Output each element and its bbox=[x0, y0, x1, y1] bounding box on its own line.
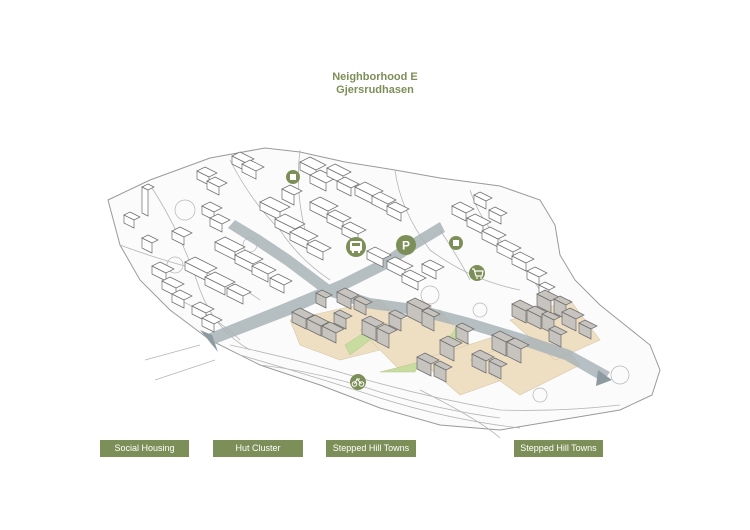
building-block bbox=[326, 209, 352, 223]
building-block bbox=[141, 183, 155, 191]
building-block bbox=[281, 184, 303, 196]
building-block bbox=[251, 261, 277, 275]
street-arrow-right bbox=[596, 370, 612, 386]
building-block bbox=[184, 256, 218, 274]
building-block bbox=[416, 352, 440, 365]
building-block bbox=[376, 323, 398, 335]
building-block bbox=[214, 236, 246, 253]
building-block bbox=[353, 295, 373, 306]
building-block bbox=[511, 251, 535, 264]
svg-text:P: P bbox=[402, 239, 410, 253]
building-block bbox=[306, 239, 332, 253]
label-stepped-hill-towns: Stepped Hill Towns bbox=[514, 440, 603, 457]
label-stepped-hill-towns: Stepped Hill Towns bbox=[326, 440, 416, 457]
building-block bbox=[481, 226, 507, 240]
building-block bbox=[538, 281, 556, 291]
building-block bbox=[336, 176, 360, 189]
building-block bbox=[473, 191, 493, 202]
building-block bbox=[309, 196, 339, 212]
building-block bbox=[506, 337, 530, 350]
building-block bbox=[455, 322, 475, 333]
site-outline bbox=[107, 147, 661, 431]
building-block bbox=[439, 335, 463, 348]
page-title: Neighborhood E bbox=[332, 71, 418, 83]
building-block bbox=[204, 271, 236, 288]
building-block bbox=[388, 309, 408, 320]
building-block bbox=[171, 226, 193, 238]
building-block bbox=[548, 325, 568, 336]
building-block bbox=[361, 315, 385, 328]
building-block bbox=[209, 213, 231, 225]
building-facade bbox=[141, 186, 149, 217]
bus-icon bbox=[346, 237, 366, 257]
building-block bbox=[315, 289, 333, 299]
building-block bbox=[541, 310, 561, 321]
building-block bbox=[226, 283, 252, 297]
building-block bbox=[526, 266, 548, 278]
school-icon bbox=[286, 170, 300, 184]
building-block bbox=[333, 309, 353, 320]
label-social-housing: Social Housing bbox=[100, 440, 189, 457]
building-block bbox=[336, 287, 360, 300]
building-block bbox=[321, 321, 345, 334]
building-block bbox=[466, 213, 492, 227]
building-block bbox=[488, 357, 508, 368]
building-block bbox=[161, 276, 185, 289]
building-block bbox=[259, 196, 291, 213]
building-block bbox=[511, 299, 535, 312]
building-block bbox=[291, 307, 315, 320]
building-block bbox=[421, 307, 441, 318]
page-subtitle: Gjersrudhasen bbox=[336, 84, 414, 96]
bicycle-icon bbox=[350, 374, 366, 390]
street-arrow-left bbox=[200, 330, 218, 352]
building-block bbox=[141, 234, 159, 244]
building-block bbox=[471, 349, 495, 362]
building-block bbox=[191, 301, 215, 314]
building-block bbox=[406, 297, 432, 311]
building-block bbox=[401, 269, 427, 283]
building-block bbox=[201, 313, 223, 325]
building-block bbox=[306, 314, 330, 327]
building-block bbox=[433, 360, 453, 371]
shopping-cart-icon bbox=[469, 265, 485, 281]
parking-icon: P bbox=[396, 235, 416, 255]
building-block bbox=[491, 330, 515, 343]
building-block bbox=[386, 256, 414, 271]
building-block bbox=[553, 295, 573, 306]
building-block bbox=[488, 206, 508, 217]
building-block bbox=[371, 191, 397, 205]
building-block bbox=[171, 289, 193, 301]
building-block bbox=[326, 163, 352, 177]
building-block bbox=[151, 261, 175, 274]
building-block bbox=[201, 201, 223, 213]
building-block bbox=[341, 221, 367, 235]
building-block bbox=[496, 239, 522, 253]
building-block bbox=[578, 319, 598, 330]
building-block bbox=[274, 213, 306, 230]
building-block bbox=[241, 159, 265, 172]
building-block bbox=[123, 211, 141, 221]
building-block bbox=[421, 259, 445, 272]
new-buildings bbox=[291, 287, 598, 383]
building-block bbox=[561, 307, 585, 320]
building-block bbox=[536, 289, 560, 302]
building-block bbox=[196, 166, 218, 178]
building-block bbox=[366, 246, 392, 260]
building-block bbox=[269, 273, 293, 286]
building-block bbox=[289, 226, 319, 242]
building-block bbox=[206, 176, 228, 188]
school-icon bbox=[449, 236, 463, 250]
label-hut-cluster: Hut Cluster bbox=[213, 440, 303, 457]
building-block bbox=[386, 201, 410, 214]
building-block bbox=[299, 156, 327, 171]
building-block bbox=[451, 201, 475, 214]
building-block bbox=[234, 249, 264, 265]
existing-buildings bbox=[123, 151, 556, 333]
